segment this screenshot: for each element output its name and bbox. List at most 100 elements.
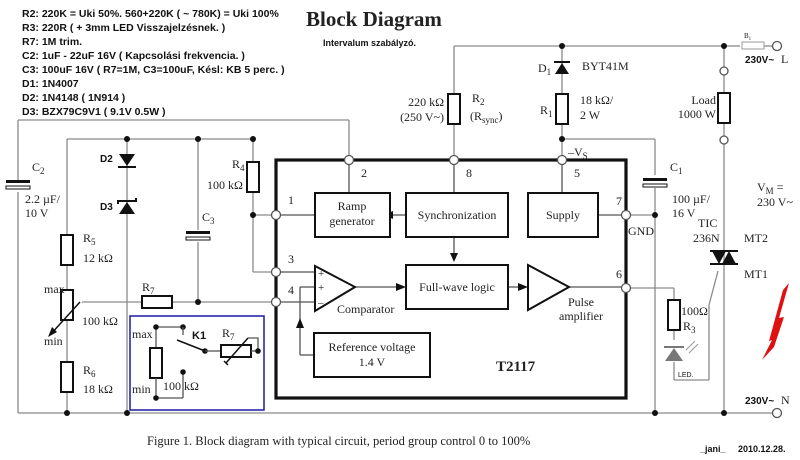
comparator-symbol [314,264,358,313]
c2-value: 2.2 µF/ [25,192,61,206]
inset-min-label: min [132,382,151,396]
fuse-b1 [741,41,765,50]
full-wave-logic-block [405,264,509,310]
inset-value: 100 kΩ [163,379,199,393]
c1-voltage: 16 V [672,206,696,220]
ramp-label: Ramp [338,199,367,213]
k1-label: K1 [192,330,206,342]
c1-name: C1 [670,160,683,176]
ic-name: T2117 [496,359,536,375]
pin-8-label: 8 [466,166,472,180]
figure-caption: Figure 1. Block diagram with typical cir… [147,434,530,448]
resistor-r2 [447,93,461,125]
pin-7 [620,209,632,221]
load-terminal-bottom [719,135,729,145]
load-label: Load [691,93,716,107]
triac-tic236n [710,250,738,265]
l-label: L [781,52,788,66]
d2-label: D2 [100,154,113,165]
triac-label-1: TIC [698,216,717,230]
pot-arrow-head [48,327,57,337]
reference-voltage-label: Reference voltage [329,340,416,354]
pot-max-label: max [44,282,65,296]
terminal-n[interactable] [771,407,783,419]
led-indicator [664,340,699,361]
synchronization-label: Synchronization [418,208,497,222]
load-resistor [717,92,731,124]
subtitle: Intervalum szabályzó. [323,38,416,48]
author: _jani_ [699,444,727,454]
pin-2 [343,154,355,166]
gnd-label: GND [628,224,654,238]
vm-label: VM = [757,180,784,196]
capacitor-c1 [642,178,668,188]
n-voltage: 230V~ [745,396,774,407]
l-voltage: 230V~ [745,55,774,66]
comparator-plus-2: + [318,282,324,294]
pot-wiper-arrow[interactable] [49,301,81,336]
page-title: Block Diagram [306,7,442,31]
resistor-r4 [246,161,260,193]
r5-name: R5 [83,231,96,247]
junction-dots [64,43,727,416]
pot-min-label: min [44,334,63,348]
note-d3: D3: BZX79C9V1 ( 9.1V 0.5W ) [22,106,166,118]
pin-5-label: 5 [574,166,580,180]
pin-4 [270,296,282,308]
note-r3: R3: 220R ( + 3mm LED Visszajelzésnek. ) [22,22,225,34]
inset-r7-label: R7 [222,326,235,342]
ic-pins [270,154,632,308]
pin-1-label: 1 [288,193,294,207]
resistor-r6 [60,361,74,393]
pin-5 [556,154,568,166]
fuse-label: B1 [744,32,752,42]
r1-power: 2 W [580,108,601,122]
synchronization-block [405,192,509,238]
pin-3 [270,266,282,278]
pin-3-label: 3 [288,252,294,266]
pin-6-label: 6 [616,267,622,281]
vs-label: –VS [567,145,588,161]
pulse-label: Pulse [568,295,594,309]
resistor-r3 [667,299,681,331]
c2-name: C2 [32,160,45,176]
r5-value: 12 kΩ [83,251,113,265]
load-terminal-top [719,66,729,76]
resistor-r1 [555,93,569,125]
c1-value: 100 µF/ [672,192,711,206]
ic-internal-wires [276,160,626,356]
pot-value: 100 kΩ [82,314,118,328]
note-r2: R2: 220K = Uki 50%. 560+220K ( ~ 780K) =… [22,8,279,20]
c3-name: C3 [202,210,215,226]
d1-name: D1 [538,61,551,77]
comparator-minus: – [317,297,324,309]
pin-2-label: 2 [361,166,367,180]
r1-name: R1 [540,103,553,119]
mt2-label: MT2 [744,231,768,245]
pin-7-label: 7 [616,194,622,208]
resistor-r5 [60,234,74,266]
lightning-hazard-icon [762,283,789,360]
r2-alias: (Rsync) [470,109,503,125]
capacitor-c3 [185,231,211,241]
full-wave-logic-label: Full-wave logic [419,280,495,294]
inset-k1-switch-detail [129,315,265,411]
vm-value: 230 V~ [757,195,793,209]
pin-6 [620,282,632,294]
pin-4-label: 4 [288,283,294,297]
r3-value: 100Ω [681,304,708,318]
note-c2: C2: 1uF - 22uF 16V ( Kapcsolási frekvenc… [22,50,245,62]
r4-name: R4 [232,157,245,173]
resistor-r7 [141,295,173,309]
terminal-l[interactable] [771,40,783,52]
note-d1: D1: 1N4007 [22,78,79,90]
r4-value: 100 kΩ [207,178,243,192]
load-power: 1000 W [678,107,717,121]
diode-d2 [118,154,136,168]
reference-voltage-value: 1.4 V [359,355,386,369]
d1-part: BYT41M [582,59,629,73]
supply-label: Supply [546,208,580,222]
generator-label: generator [329,214,374,228]
note-d2: D2: 1N4148 ( 1N914 ) [22,92,125,104]
